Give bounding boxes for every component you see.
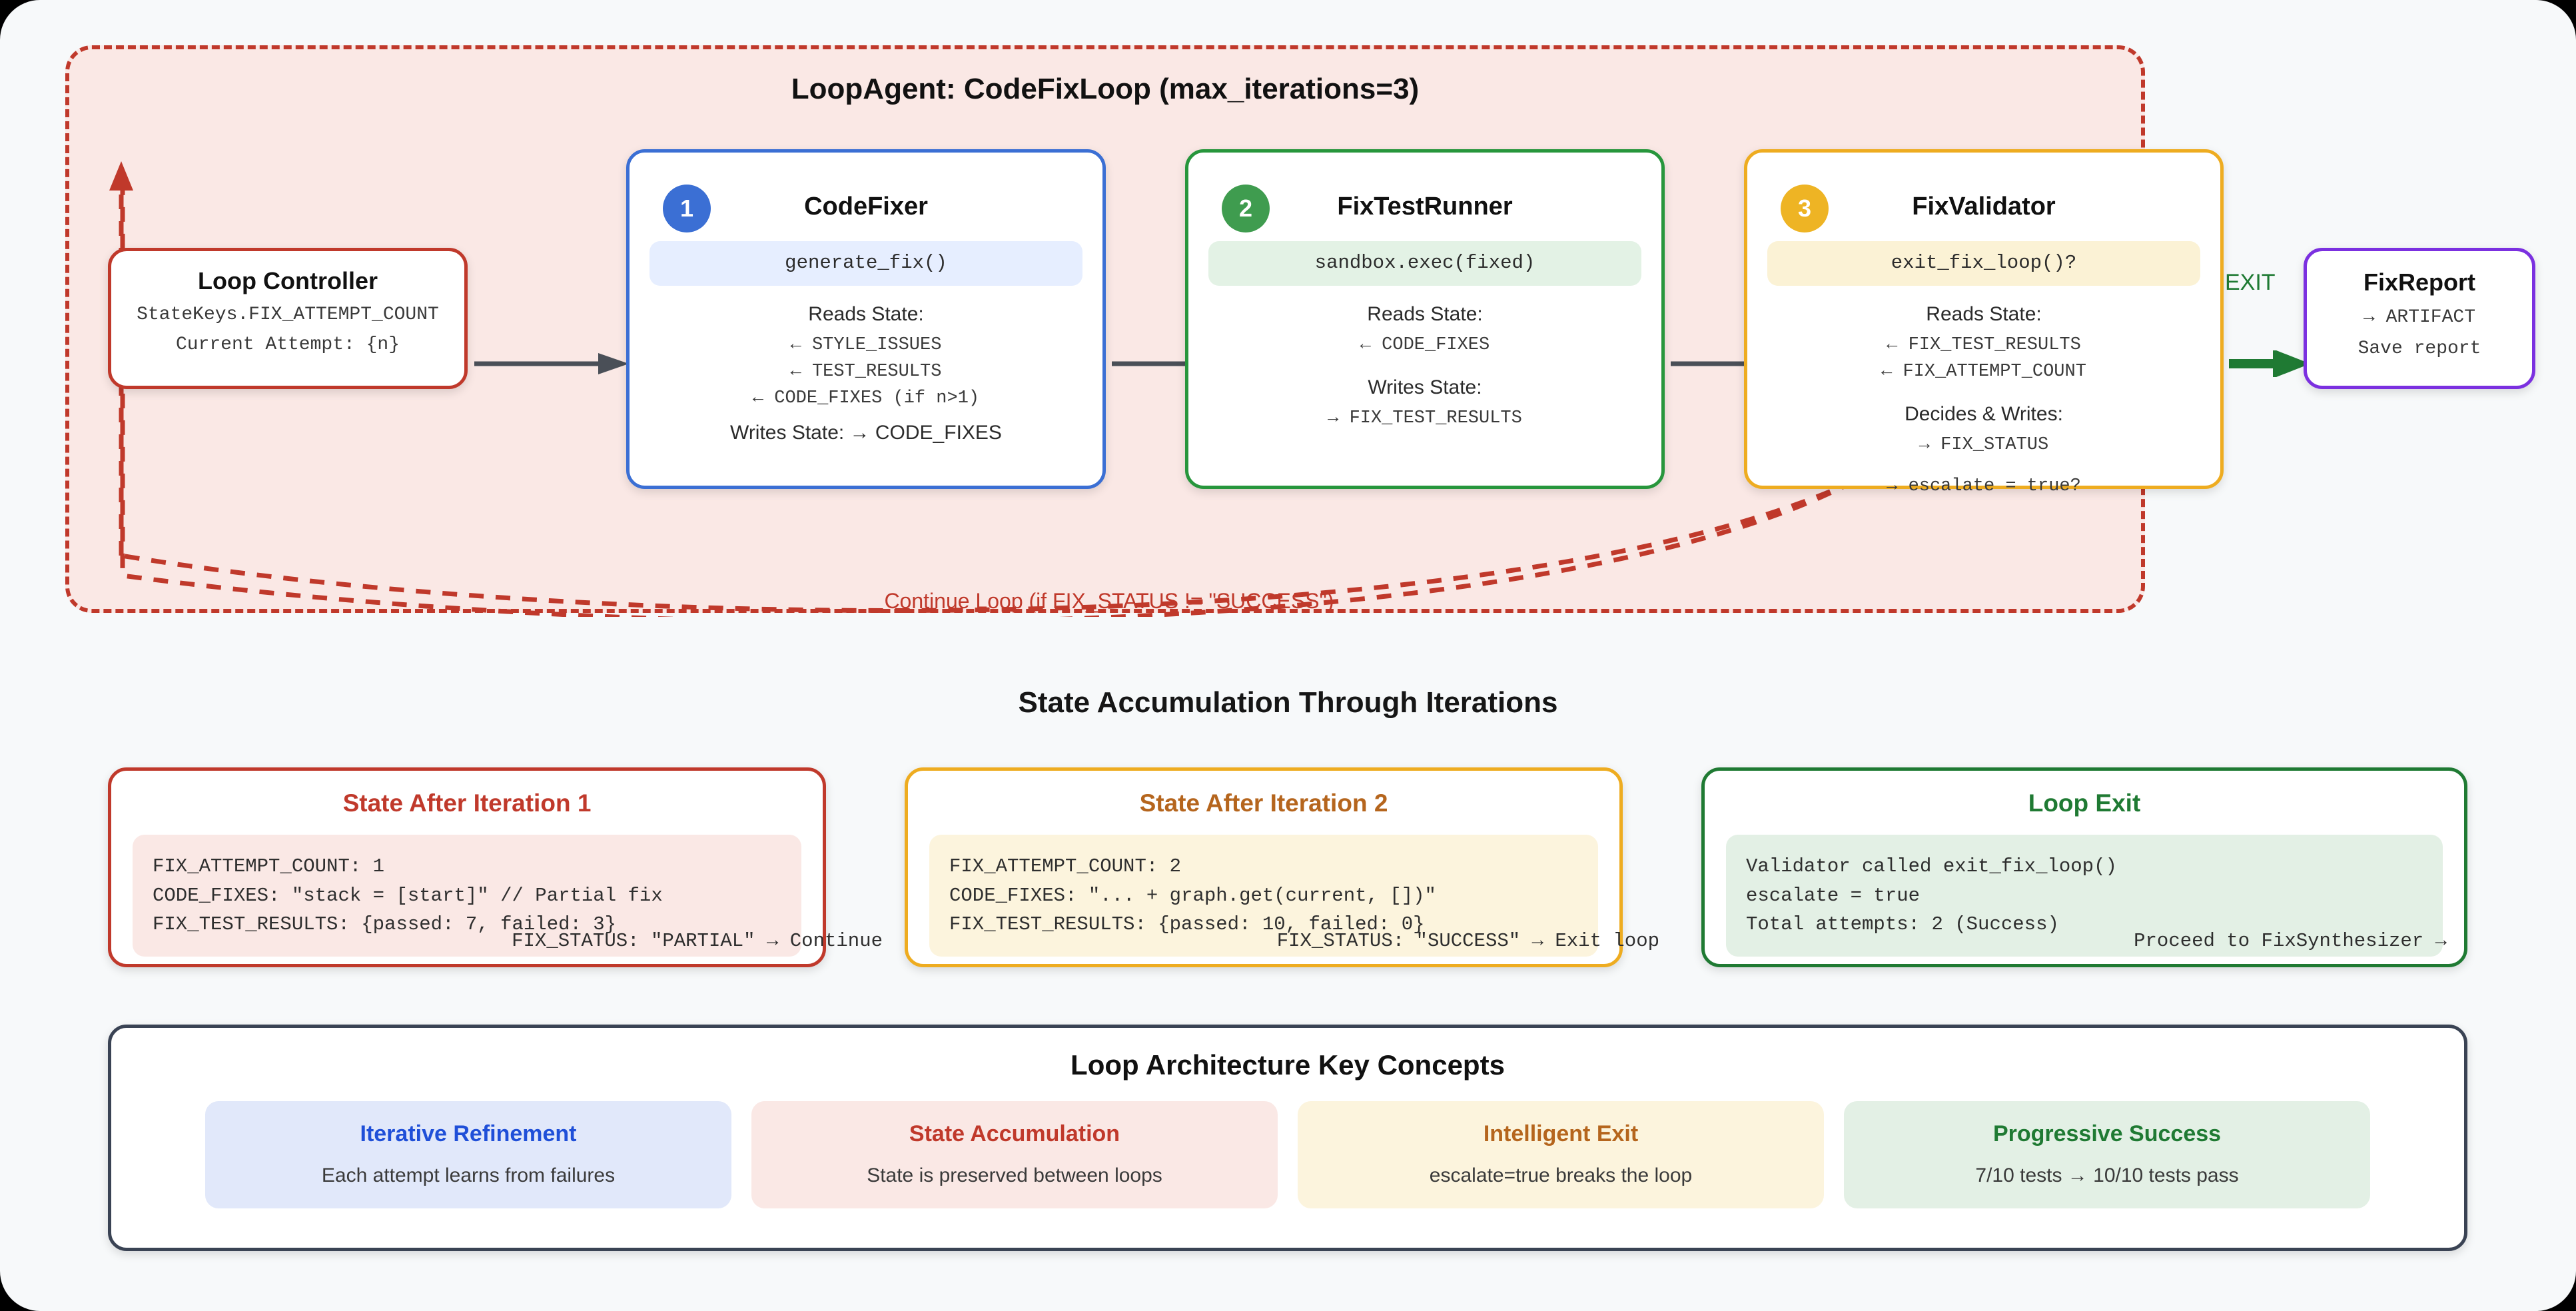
reads-state-item: ← FIX_TEST_RESULTS <box>1887 335 2081 355</box>
state-card-title: State After Iteration 1 <box>342 789 592 817</box>
agent-title-fixvalidator: FixValidator <box>1912 193 2056 220</box>
loop-controller-attempt: Current Attempt: {n} <box>175 334 400 355</box>
agent-card-fixvalidator: 3 FixValidator exit_fix_loop()? Reads St… <box>1744 149 2224 496</box>
state-row: escalate = true <box>1746 884 1921 907</box>
state-row: Validator called exit_fix_loop() <box>1746 855 2117 877</box>
reads-state-label-3: Reads State: <box>1926 303 2042 325</box>
state-card-body: Validator called exit_fix_loop() escalat… <box>1726 835 2443 957</box>
key-concept-heading: State Accumulation <box>909 1121 1120 1146</box>
key-concept-heading: Intelligent Exit <box>1483 1121 1639 1146</box>
fix-report-title: FixReport <box>2363 268 2475 296</box>
arrow-controller-to-codefixer <box>474 353 629 374</box>
loop-controller-title: Loop Controller <box>198 267 378 294</box>
fix-report-card: FixReport → ARTIFACT Save report <box>2304 248 2535 389</box>
reads-state-label-1: Reads State: <box>808 303 924 325</box>
agent-card-fixtestrunner: 2 FixTestRunner sandbox.exec(fixed) Read… <box>1185 149 1665 489</box>
state-card-title: Loop Exit <box>2028 789 2141 817</box>
state-row: FIX_TEST_RESULTS: {passed: 10, failed: 0… <box>949 913 1425 935</box>
reads-state-item: ← CODE_FIXES (if n>1) <box>752 388 980 408</box>
agent-card-codefixer: 1 CodeFixer generate_fix() Reads State: … <box>626 149 1106 489</box>
agent-state-fixvalidator: Reads State: ← FIX_TEST_RESULTS ← FIX_AT… <box>1747 303 2220 455</box>
reads-state-item: ← STYLE_ISSUES <box>790 335 942 355</box>
exit-label: EXIT <box>2225 270 2276 295</box>
state-accumulation-heading: State Accumulation Through Iterations <box>1018 686 1558 719</box>
key-concept-text: State is preserved between loops <box>867 1164 1162 1186</box>
reads-state-item: ← FIX_ATTEMPT_COUNT <box>1881 362 2086 382</box>
state-row: CODE_FIXES: "... + graph.get(current, []… <box>949 884 1436 907</box>
state-row: FIX_ATTEMPT_COUNT: 1 <box>153 855 385 877</box>
state-card-iteration-1: State After Iteration 1 FIX_ATTEMPT_COUN… <box>108 767 883 967</box>
key-concept-text: 7/10 tests → 10/10 tests pass <box>1975 1164 2239 1186</box>
key-concept-card-iterative-refinement: Iterative Refinement Each attempt learns… <box>205 1101 731 1208</box>
agent-code-fixtestrunner: sandbox.exec(fixed) <box>1208 241 1641 286</box>
agent-title-codefixer: CodeFixer <box>804 193 928 220</box>
state-card-loop-exit: Loop Exit Validator called exit_fix_loop… <box>1701 767 2467 967</box>
agent-state-fixtestrunner: Reads State: ← CODE_FIXES Writes State: … <box>1188 303 1661 428</box>
key-concept-card-intelligent-exit: Intelligent Exit escalate=true breaks th… <box>1298 1101 1824 1208</box>
loop-controller-statekey: StateKeys.FIX_ATTEMPT_COUNT <box>137 304 439 325</box>
key-concept-heading: Iterative Refinement <box>360 1121 577 1146</box>
writes-state-label-2: Writes State: <box>1368 376 1482 398</box>
state-card-footer: FIX_STATUS: "PARTIAL" → Continue <box>512 930 883 952</box>
state-row: FIX_ATTEMPT_COUNT: 2 <box>949 855 1182 877</box>
reads-state-label-2: Reads State: <box>1367 303 1483 325</box>
key-concept-card-state-accumulation: State Accumulation State is preserved be… <box>751 1101 1278 1208</box>
writes-state-label-3: Decides & Writes: <box>1905 403 2063 425</box>
key-concepts-title: Loop Architecture Key Concepts <box>1071 1049 1505 1081</box>
agent-code-codefixer: generate_fix() <box>649 241 1082 286</box>
key-concepts-panel: Loop Architecture Key Concepts Iterative… <box>108 1025 2467 1251</box>
loop-controller-card: Loop Controller StateKeys.FIX_ATTEMPT_CO… <box>108 248 468 389</box>
key-concepts-row: Iterative Refinement Each attempt learns… <box>111 1101 2464 1208</box>
fix-report-save: Save report <box>2358 338 2481 359</box>
state-card-title: State After Iteration 2 <box>1139 789 1388 817</box>
agent-state-codefixer: Reads State: ← STYLE_ISSUES ← TEST_RESUL… <box>630 303 1102 444</box>
reads-state-item: ← CODE_FIXES <box>1360 335 1490 355</box>
agent-step-badge-3: 3 <box>1781 185 1829 232</box>
writes-state-inline-1: Writes State: → CODE_FIXES <box>730 422 1002 444</box>
spacer <box>1188 362 1661 376</box>
state-row: Total attempts: 2 (Success) <box>1746 913 2059 935</box>
key-concept-heading: Progressive Success <box>1992 1121 2222 1146</box>
writes-state-item: → FIX_TEST_RESULTS <box>1328 408 1522 428</box>
state-card-iteration-2: State After Iteration 2 FIX_ATTEMPT_COUN… <box>905 767 1659 967</box>
agent-step-badge-1: 1 <box>663 185 711 232</box>
state-row: FIX_TEST_RESULTS: {passed: 7, failed: 3} <box>153 913 617 935</box>
state-card-footer: FIX_STATUS: "SUCCESS" → Exit loop <box>1276 930 1659 952</box>
continue-loop-label: Continue Loop (if FIX_STATUS != "SUCCESS… <box>884 589 1334 613</box>
key-concept-card-progressive-success: Progressive Success 7/10 tests → 10/10 t… <box>1844 1101 2370 1208</box>
agent-title-fixtestrunner: FixTestRunner <box>1337 193 1513 220</box>
arrow-exit-to-fixreport <box>2229 350 2310 377</box>
reads-state-item: ← TEST_RESULTS <box>790 362 942 382</box>
agent-step-badge-2: 2 <box>1222 185 1270 232</box>
state-row: CODE_FIXES: "stack = [start]" // Partial… <box>153 884 663 907</box>
agent-code-fixvalidator: exit_fix_loop()? <box>1767 241 2200 286</box>
fix-report-artifact: → ARTIFACT <box>2363 307 2476 328</box>
key-concept-text: Each attempt learns from failures <box>321 1164 616 1186</box>
state-card-body: FIX_ATTEMPT_COUNT: 1 CODE_FIXES: "stack … <box>133 835 801 957</box>
state-card-footer: Proceed to FixSynthesizer → <box>2134 930 2447 952</box>
spacer <box>1747 388 2220 403</box>
state-card-body: FIX_ATTEMPT_COUNT: 2 CODE_FIXES: "... + … <box>929 835 1598 957</box>
key-concept-text: escalate=true breaks the loop <box>1429 1164 1693 1186</box>
loop-agent-title: LoopAgent: CodeFixLoop (max_iterations=3… <box>791 73 1420 105</box>
escalate-overflow-text: → escalate = true? <box>1887 476 2081 496</box>
writes-state-item: → FIX_STATUS <box>1919 435 2049 455</box>
